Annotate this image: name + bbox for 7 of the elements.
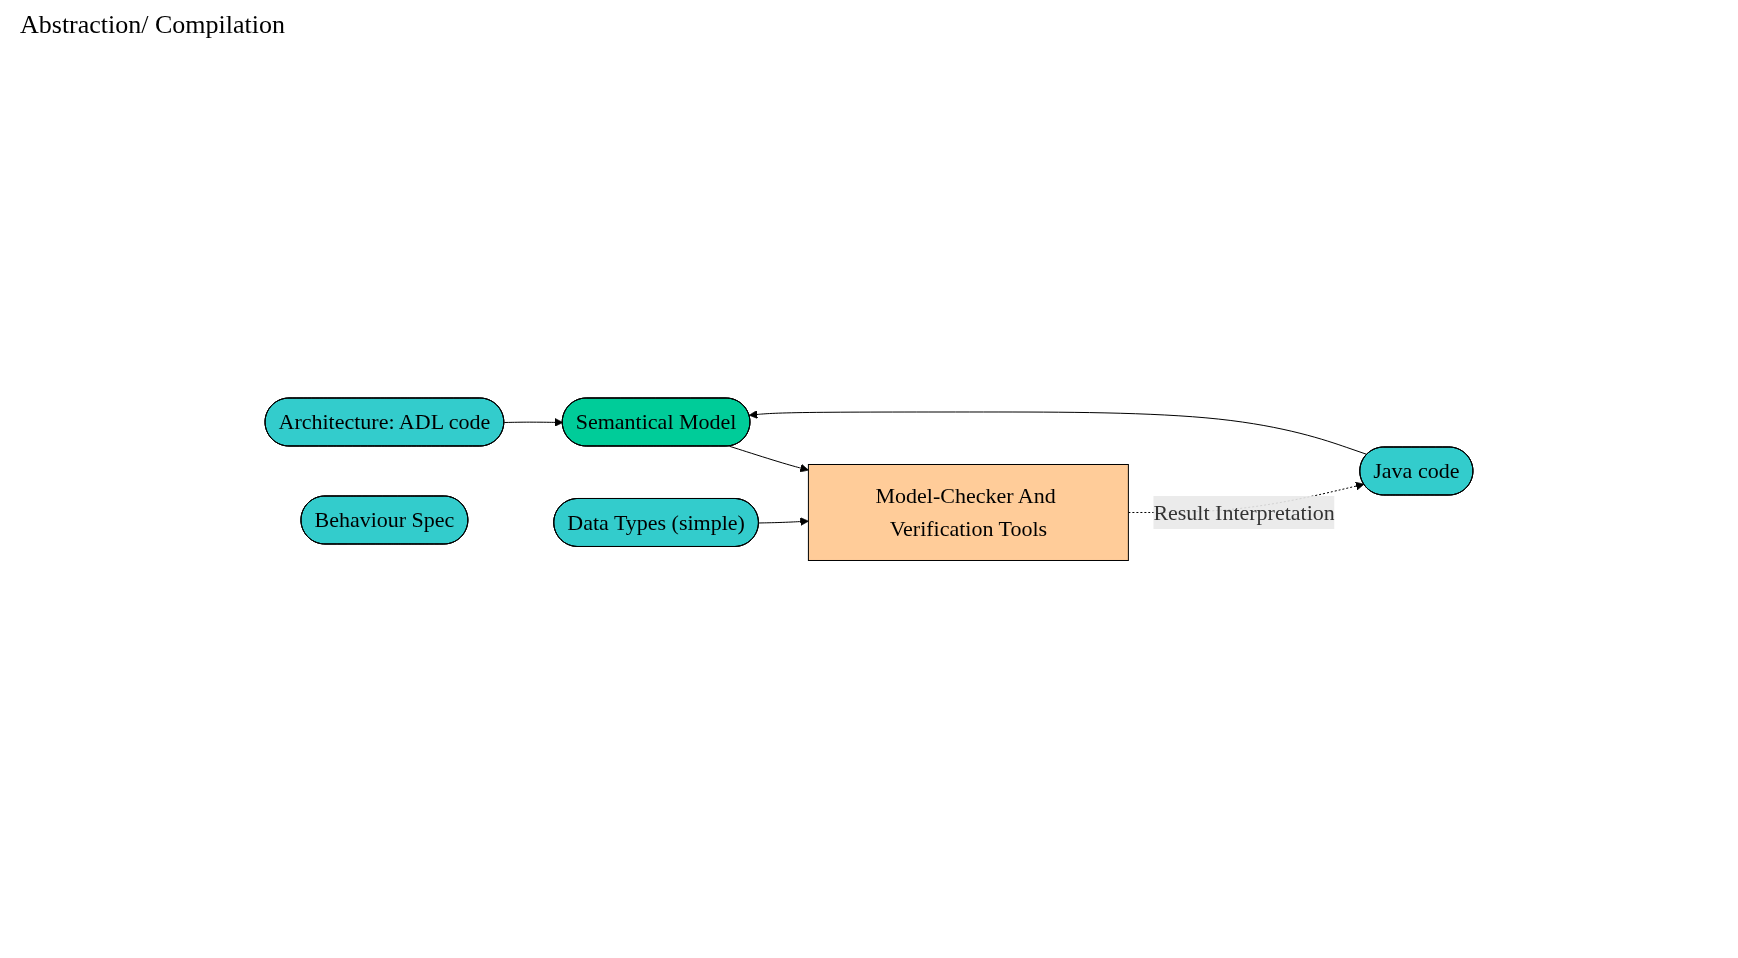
node-box: Model-Checker And Verification Tools (807, 463, 1129, 561)
arrow (503, 417, 564, 427)
arrow (729, 445, 809, 473)
arrow (758, 516, 809, 526)
edge-label: Result Interpretation (1153, 499, 1335, 525)
arrow (748, 409, 1368, 455)
annotation-text: Abstraction/ Compilation (20, 10, 286, 40)
